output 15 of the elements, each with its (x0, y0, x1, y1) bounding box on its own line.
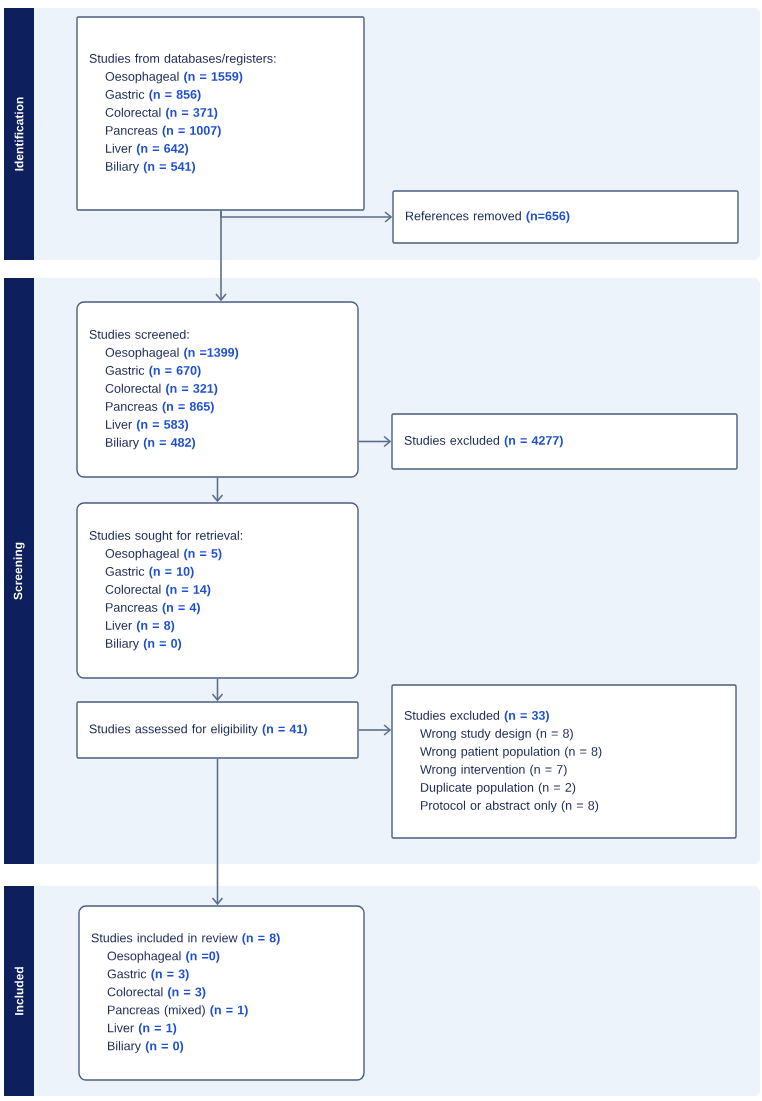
arrow (215, 209, 227, 302)
arrow (357, 724, 392, 736)
process-box: Studies excluded (n = 4277) (391, 413, 738, 470)
process-box: Studies screened: Oesophageal (n =1399) Gastric (n = 670) Colorectal (n = 321) Pancreas (n = 865) Liver (n = 583) Biliary (n = 482) (76, 301, 359, 478)
process-box: Studies from databases/registers: Oesophageal (n = 1559) Gastric (n = 856) Colorectal (n = 371) Pancreas (n = 1007) Liver (n = 642) Biliary (n = 541) (76, 16, 365, 211)
process-box: Studies assessed for eligibility (n = 41) (76, 701, 359, 759)
arrow (211, 757, 224, 906)
arrow (220, 209, 393, 223)
process-box: Studies included in review (n = 8) Oesophageal (n =0) Gastric (n = 3) Colorectal (n = 3) Pancreas (mixed) (n = 1) Liver (n = 1) Biliary (n = 0) (78, 905, 365, 1081)
process-box: References removed (n=656) (392, 190, 739, 244)
arrow (357, 435, 392, 448)
process-box: Studies excluded (n = 33) Wrong study design (n = 8) Wrong patient population (n = 8) Wrong intervention (n = 7) Duplicate population (n = 2) Protocol or abstract only (n = 8) (391, 684, 737, 839)
process-box: Studies sought for retrieval: Oesophageal (n = 5) Gastric (n = 10) Colorectal (n = 14) Pancreas (n = 4) Liver (n = 8) Biliary (n = 0) (76, 502, 359, 679)
arrow (211, 476, 224, 503)
arrow (211, 677, 224, 702)
